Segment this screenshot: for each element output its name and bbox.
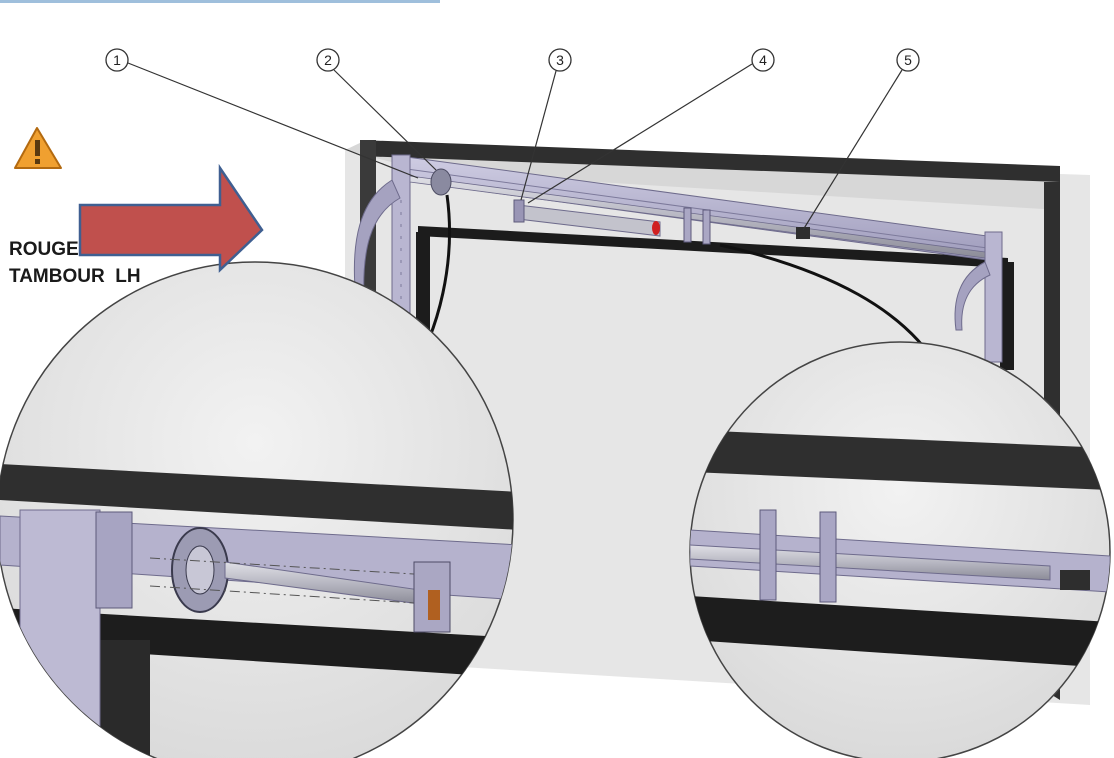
right-arrow-icon	[78, 163, 264, 273]
callout-3: 3	[520, 48, 572, 201]
svg-text:3: 3	[556, 52, 564, 68]
callout-2: 2	[316, 48, 437, 171]
svg-text:2: 2	[324, 52, 332, 68]
callouts: 1 2 3 4 5	[105, 48, 920, 231]
header-accent-bar	[0, 0, 440, 3]
detail-magnifier-right	[689, 341, 1111, 758]
caption-line-2: TAMBOUR LH	[9, 266, 141, 287]
callout-5: 5	[802, 48, 920, 231]
drum-side-caption: ROUGE TAMBOUR LH	[9, 236, 141, 290]
svg-text:1: 1	[113, 52, 121, 68]
cable-drum	[430, 168, 452, 196]
caption-line-1: ROUGE	[9, 239, 79, 260]
spring-anchor	[513, 199, 525, 223]
warning-triangle-icon	[14, 127, 62, 169]
center-bracket	[683, 207, 711, 245]
vertical-track-right	[954, 231, 1003, 363]
callout-1: 1	[105, 48, 419, 179]
detail-magnifier-left	[0, 261, 514, 758]
center-bracket-detail	[759, 509, 777, 601]
end-bearing-plate	[796, 227, 810, 239]
callout-4: 4	[527, 48, 775, 204]
spring-marker	[652, 221, 660, 235]
svg-text:5: 5	[904, 52, 912, 68]
svg-text:4: 4	[759, 52, 767, 68]
torsion-shaft	[409, 168, 986, 259]
